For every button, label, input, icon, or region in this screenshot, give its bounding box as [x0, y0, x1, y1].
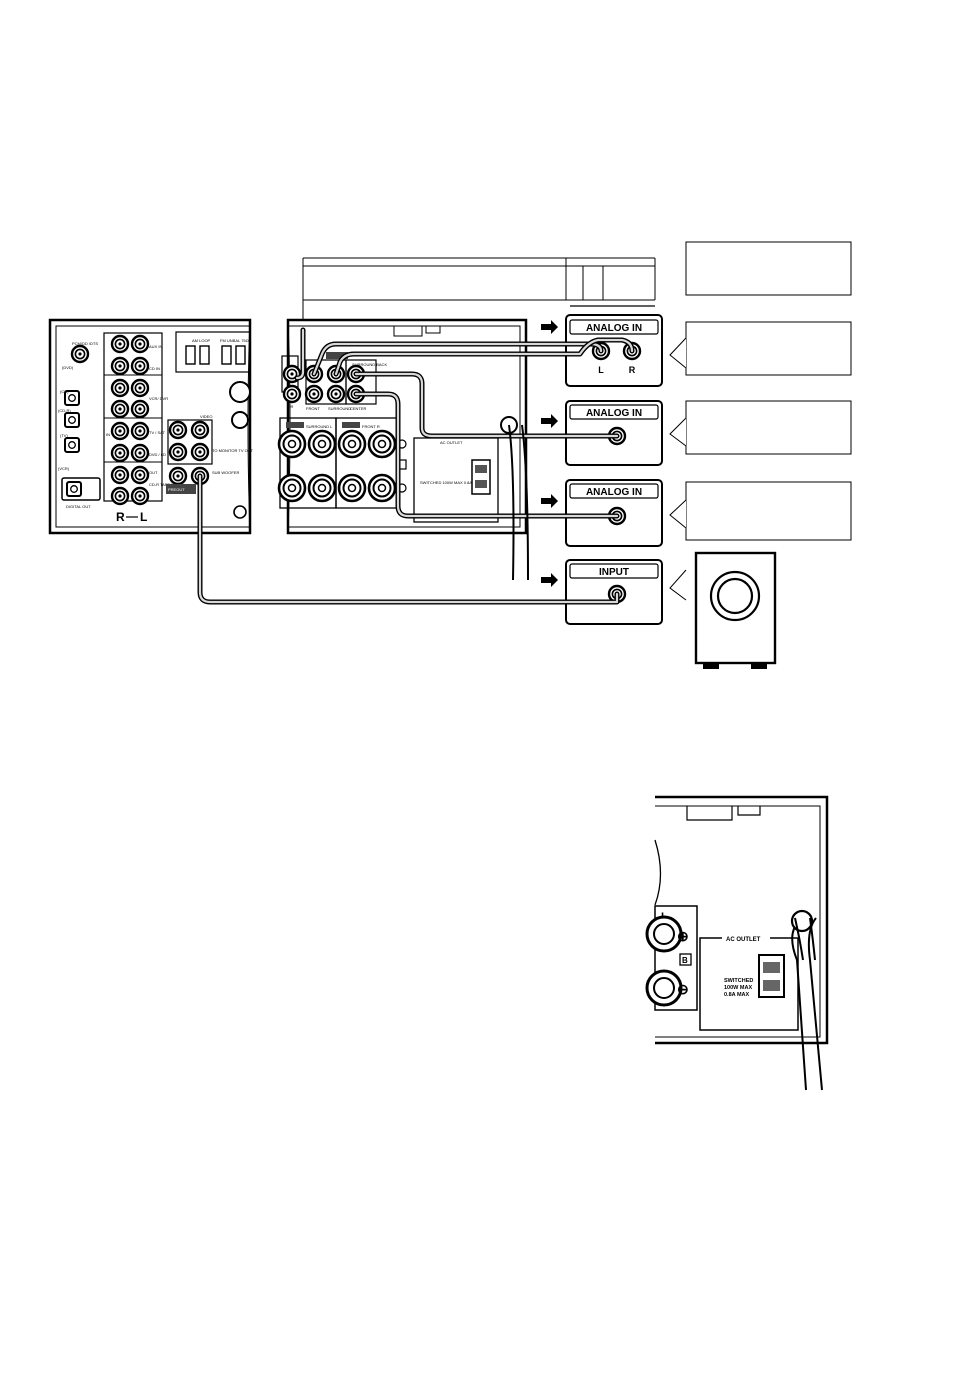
label-in: IN	[106, 432, 110, 437]
detail-switched-3: 0.8A MAX	[724, 992, 749, 998]
label-cdr-tape-md: CD-R TAPE MD	[149, 482, 178, 487]
label-bracket	[302, 257, 656, 330]
ac-outlet-detail-panel: L ⊕ B ⊖ AC OUTLET SWITCHED 100W MAX 0.8A…	[645, 795, 829, 1091]
label-cd-in: CD IN	[149, 366, 160, 371]
arrow-right-icon	[541, 494, 558, 508]
subwoofer-speaker	[669, 551, 777, 669]
plus-symbol-icon: ⊕	[677, 928, 689, 944]
label-box-top	[685, 241, 852, 296]
label-vcr-dvr: VCR/ DVR	[149, 396, 168, 401]
label-l: L	[140, 510, 147, 524]
label-fr: FR	[288, 404, 293, 409]
label-ac-outlet: AC OUTLET	[440, 440, 463, 445]
detail-b-label: B	[682, 956, 688, 965]
label-am-loop: AM LOOP	[192, 338, 211, 343]
analog-in-label-2: ANALOG IN	[586, 408, 642, 419]
label-front-r: FRONT R	[362, 424, 380, 429]
label-pcm: PCM/DD /DTS	[72, 341, 98, 346]
detail-switched-1: SWITCHED	[724, 978, 753, 984]
label-out: OUT	[149, 470, 158, 475]
input-label: INPUT	[599, 567, 629, 578]
center-analog-in: ANALOG IN	[565, 479, 663, 547]
label-to-monitor: TO MONITOR TV OUT	[212, 448, 254, 453]
antenna-terminals: AM LOOP FM UNBAL 75Ω	[175, 331, 251, 373]
label-center: CENTER	[350, 406, 367, 411]
callout-front-speakers	[669, 321, 852, 376]
label-aux-in: AUX IN	[149, 344, 162, 349]
analog-in-label-1: ANALOG IN	[586, 323, 642, 334]
arrow-right-icon	[541, 320, 558, 334]
analog-in-label-3: ANALOG IN	[586, 487, 642, 498]
channel-l-label: L	[598, 365, 604, 375]
label-video: VIDEO	[200, 414, 212, 419]
label-switched: SWITCHED 100W MAX 0.8A MAX	[420, 480, 482, 485]
label-cd: (CD)	[60, 389, 69, 394]
label-surround-l: SURROUND L	[306, 424, 333, 429]
receiver-rear-panel-right: FR FRONT SURROUND SURROUND BACK CENTER S…	[277, 318, 528, 535]
label-fm: FM UNBAL 75Ω	[220, 338, 249, 343]
audio-rca-group: AUX IN CD IN VCR/ DVR TV / SAT DVD / LD …	[103, 332, 178, 524]
arrow-right-icon	[541, 573, 558, 587]
detail-switched-2: 100W MAX	[724, 985, 752, 991]
label-dvd: (DVD)	[62, 365, 74, 370]
channel-r-label: R	[629, 365, 636, 375]
label-cdr: (CD-R)	[58, 408, 71, 413]
label-preout: PREOUT	[168, 487, 185, 492]
label-subwoofer: SUB WOOFER	[212, 470, 239, 475]
label-surround-back: SURROUND BACK	[352, 362, 387, 367]
receiver-rear-panel-left: PCM/DD /DTS (DVD) (CD) (CD-R) (TV) (VCR)…	[48, 318, 254, 535]
label-tv-sat: TV / SAT	[149, 430, 165, 435]
label-r: R	[116, 510, 125, 524]
label-dvd-ld: DVD / LD	[149, 452, 166, 457]
callout-center	[669, 481, 852, 541]
digital-in-group: PCM/DD /DTS (DVD) (CD) (CD-R) (TV) (VCR)…	[58, 341, 101, 509]
preout-cluster: FR FRONT SURROUND SURROUND BACK CENTER	[281, 352, 387, 411]
video-section: VIDEO TO MONITOR TV OUT SUB WOOFER PREOU…	[166, 381, 254, 519]
label-tv: (TV)	[60, 433, 68, 438]
label-front: FRONT	[306, 406, 320, 411]
arrow-icons	[541, 320, 558, 587]
label-vcr: (VCR)	[58, 466, 70, 471]
arrow-right-icon	[541, 414, 558, 428]
cables	[197, 327, 635, 605]
subwoofer-input: INPUT	[565, 559, 663, 625]
minus-symbol-icon: ⊖	[677, 981, 689, 997]
detail-ac-outlet: AC OUTLET	[726, 937, 761, 943]
label-surround: SURROUND	[328, 406, 351, 411]
callout-surround-back	[669, 400, 852, 455]
label-digital-out: DIGITAL OUT	[66, 504, 91, 509]
front-speakers-analog-in: ANALOG IN L R	[565, 314, 663, 387]
surround-back-analog-in: ANALOG IN	[565, 400, 663, 466]
ac-outlet: AC OUTLET SWITCHED 100W MAX 0.8A MAX	[413, 416, 518, 523]
